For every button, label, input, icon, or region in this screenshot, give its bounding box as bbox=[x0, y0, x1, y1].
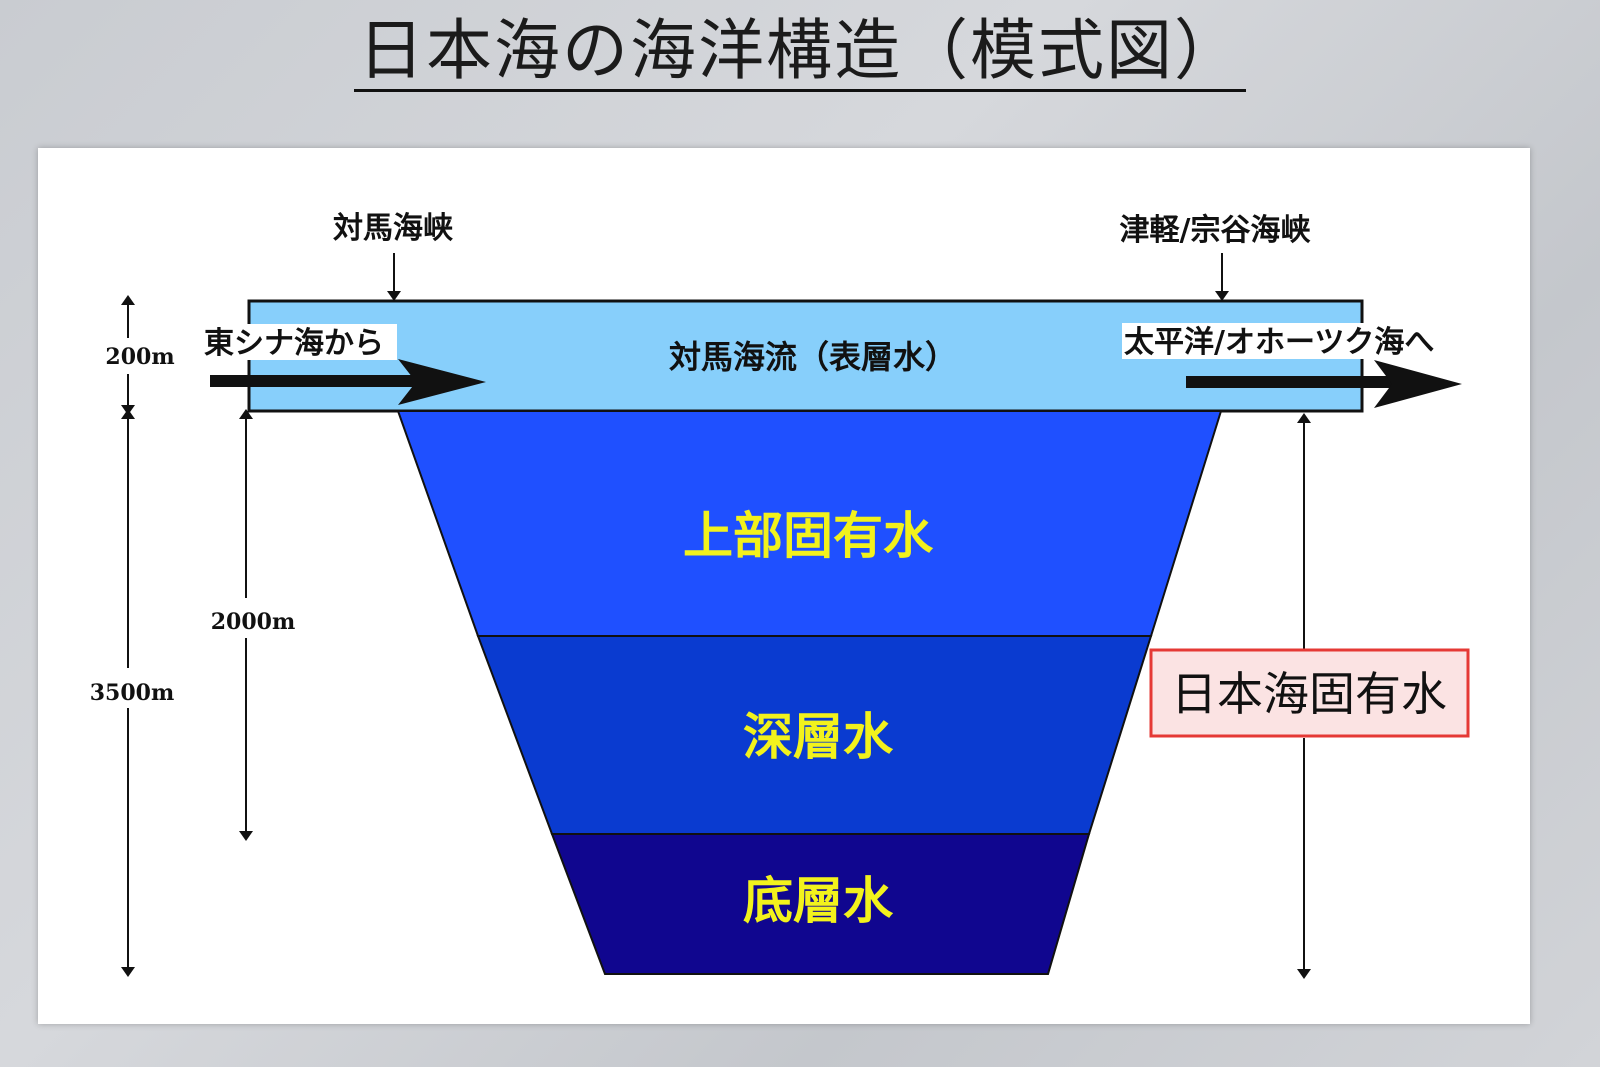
layer-label-deep: 深層水 bbox=[743, 708, 894, 766]
strait-left-label: 対馬海峡 bbox=[333, 211, 453, 246]
outflow-label-bg bbox=[1122, 323, 1478, 359]
intrinsic-water-box bbox=[1149, 648, 1470, 738]
depth-2000-label: 2000m bbox=[211, 609, 296, 635]
inflow-label-bg bbox=[201, 324, 397, 360]
surface-current-label: 対馬海流（表層水） bbox=[669, 338, 957, 376]
strait-right-label: 津軽/宗谷海峡 bbox=[1120, 213, 1311, 248]
outflow-arrow-head bbox=[1374, 360, 1462, 408]
inflow-label: 東シナ海から bbox=[204, 326, 384, 361]
intrinsic-water-label: 日本海固有水 bbox=[1171, 667, 1447, 721]
depth-200-label: 200m bbox=[105, 344, 174, 370]
depth-3500-label: 3500m bbox=[90, 680, 175, 706]
slide-title: 日本海の海洋構造（模式図） bbox=[0, 6, 1600, 96]
layer-label-bottom: 底層水 bbox=[743, 872, 894, 930]
layer-bottom-water bbox=[550, 833, 1091, 975]
inflow-arrow-head bbox=[398, 359, 486, 405]
outflow-label: 太平洋/オホーツク海へ bbox=[1124, 325, 1434, 360]
ocean-structure-diagram: 上部固有水 深層水 底層水 対馬海流（表層水） 対馬海峡 津軽/宗谷海峡 東シナ… bbox=[90, 211, 1478, 979]
diagram-panel: 上部固有水 深層水 底層水 対馬海流（表層水） 対馬海峡 津軽/宗谷海峡 東シナ… bbox=[38, 148, 1530, 1024]
layer-label-upper: 上部固有水 bbox=[683, 507, 934, 565]
